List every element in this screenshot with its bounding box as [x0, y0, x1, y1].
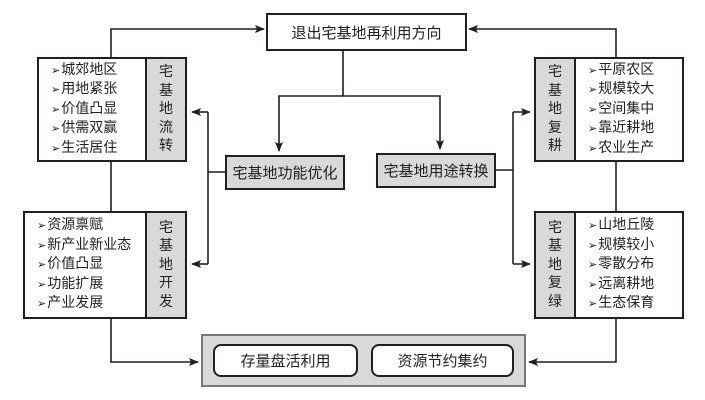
list-item: ➢生活居住 — [51, 139, 118, 156]
arrow-bullet-icon: ➢ — [588, 238, 598, 252]
arrow-regreening-to-outcomes — [528, 319, 617, 366]
list-item: ➢农业生产 — [588, 139, 655, 156]
arrow-bullet-icon: ➢ — [37, 277, 47, 291]
list-item: ➢产业发展 — [37, 295, 104, 312]
card-items: ➢平原农区 ➢规模较大 ➢空间集中 ➢靠近耕地 ➢农业生产 — [576, 59, 682, 160]
list-item: ➢用地紧张 — [51, 81, 118, 98]
arrow-title-to-use — [343, 95, 444, 150]
arrow-bullet-icon: ➢ — [588, 83, 598, 97]
arrow-bullet-icon: ➢ — [51, 63, 61, 77]
arrow-bullet-icon: ➢ — [588, 297, 598, 311]
arrow-bullet-icon: ➢ — [37, 258, 47, 272]
arrow-bullet-icon: ➢ — [588, 258, 598, 272]
arrow-bullet-icon: ➢ — [588, 122, 598, 136]
list-item: ➢生态保育 — [588, 295, 655, 312]
card-items: ➢资源禀赋 ➢新产业新业态 ➢价值凸显 ➢功能扩展 ➢产业发展 — [25, 213, 145, 317]
card-label: 宅 基 地 开 发 — [145, 213, 185, 317]
arrow-bullet-icon: ➢ — [51, 83, 61, 97]
card-circulation: ➢城郊地区 ➢用地紧张 ➢价值凸显 ➢供需双赢 ➢生活居住 宅 基 地 流 转 — [37, 57, 187, 162]
list-item: ➢规模较小 — [588, 236, 655, 253]
function-optimization-box: 宅基地功能优化 — [225, 155, 345, 190]
arrow-bullet-icon: ➢ — [588, 141, 598, 155]
use-conversion-box: 宅基地用途转换 — [376, 153, 496, 188]
outcomes-container: 存量盘活利用 资源节约集约 — [201, 334, 526, 387]
list-item: ➢空间集中 — [588, 100, 655, 117]
arrow-bullet-icon: ➢ — [37, 238, 47, 252]
outcome-stock-revitalization: 存量盘活利用 — [213, 344, 358, 377]
function-optimization-label: 宅基地功能优化 — [232, 164, 338, 182]
arrow-bullet-icon: ➢ — [37, 297, 47, 311]
title-box: 退出宅基地再利用方向 — [266, 13, 467, 51]
list-item: ➢价值凸显 — [51, 100, 118, 117]
list-item: ➢远离耕地 — [588, 275, 655, 292]
list-item: ➢零散分布 — [588, 256, 655, 273]
arrow-title-to-function — [275, 51, 344, 152]
outcome-resource-conservation: 资源节约集约 — [371, 344, 514, 377]
use-conversion-label: 宅基地用途转换 — [383, 162, 489, 180]
arrow-bullet-icon: ➢ — [51, 141, 61, 155]
arrow-bullet-icon: ➢ — [37, 219, 47, 233]
list-item: ➢靠近耕地 — [588, 120, 655, 137]
list-item: ➢城郊地区 — [51, 61, 118, 78]
list-item: ➢新产业新业态 — [37, 236, 132, 253]
card-label: 宅 基 地 复 耕 — [536, 59, 576, 160]
arrow-bullet-icon: ➢ — [588, 277, 598, 291]
card-regreening: 宅 基 地 复 绿 ➢山地丘陵 ➢规模较小 ➢零散分布 ➢远离耕地 ➢生态保育 — [534, 211, 684, 319]
arrow-bullet-icon: ➢ — [588, 102, 598, 116]
list-item: ➢资源禀赋 — [37, 217, 104, 234]
title-text: 退出宅基地再利用方向 — [291, 23, 442, 42]
list-item: ➢平原农区 — [588, 61, 655, 78]
list-item: ➢功能扩展 — [37, 275, 104, 292]
card-items: ➢山地丘陵 ➢规模较小 ➢零散分布 ➢远离耕地 ➢生态保育 — [576, 213, 682, 317]
card-items: ➢城郊地区 ➢用地紧张 ➢价值凸显 ➢供需双赢 ➢生活居住 — [39, 59, 145, 160]
list-item: ➢供需双赢 — [51, 120, 118, 137]
card-development: ➢资源禀赋 ➢新产业新业态 ➢价值凸显 ➢功能扩展 ➢产业发展 宅 基 地 开 … — [23, 211, 187, 319]
arrow-bullet-icon: ➢ — [51, 102, 61, 116]
arrow-circulation-to-title — [110, 25, 265, 57]
arrow-recultivation-to-title — [468, 25, 617, 57]
card-recultivation: 宅 基 地 复 耕 ➢平原农区 ➢规模较大 ➢空间集中 ➢靠近耕地 ➢农业生产 — [534, 57, 684, 162]
arrow-development-to-outcomes — [110, 319, 199, 366]
arrow-bullet-icon: ➢ — [588, 219, 598, 233]
list-item: ➢规模较大 — [588, 81, 655, 98]
card-label: 宅 基 地 复 绿 — [536, 213, 576, 317]
arrow-bullet-icon: ➢ — [51, 122, 61, 136]
list-item: ➢山地丘陵 — [588, 217, 655, 234]
list-item: ➢价值凸显 — [37, 256, 104, 273]
card-label: 宅 基 地 流 转 — [145, 59, 185, 160]
arrow-bullet-icon: ➢ — [588, 63, 598, 77]
